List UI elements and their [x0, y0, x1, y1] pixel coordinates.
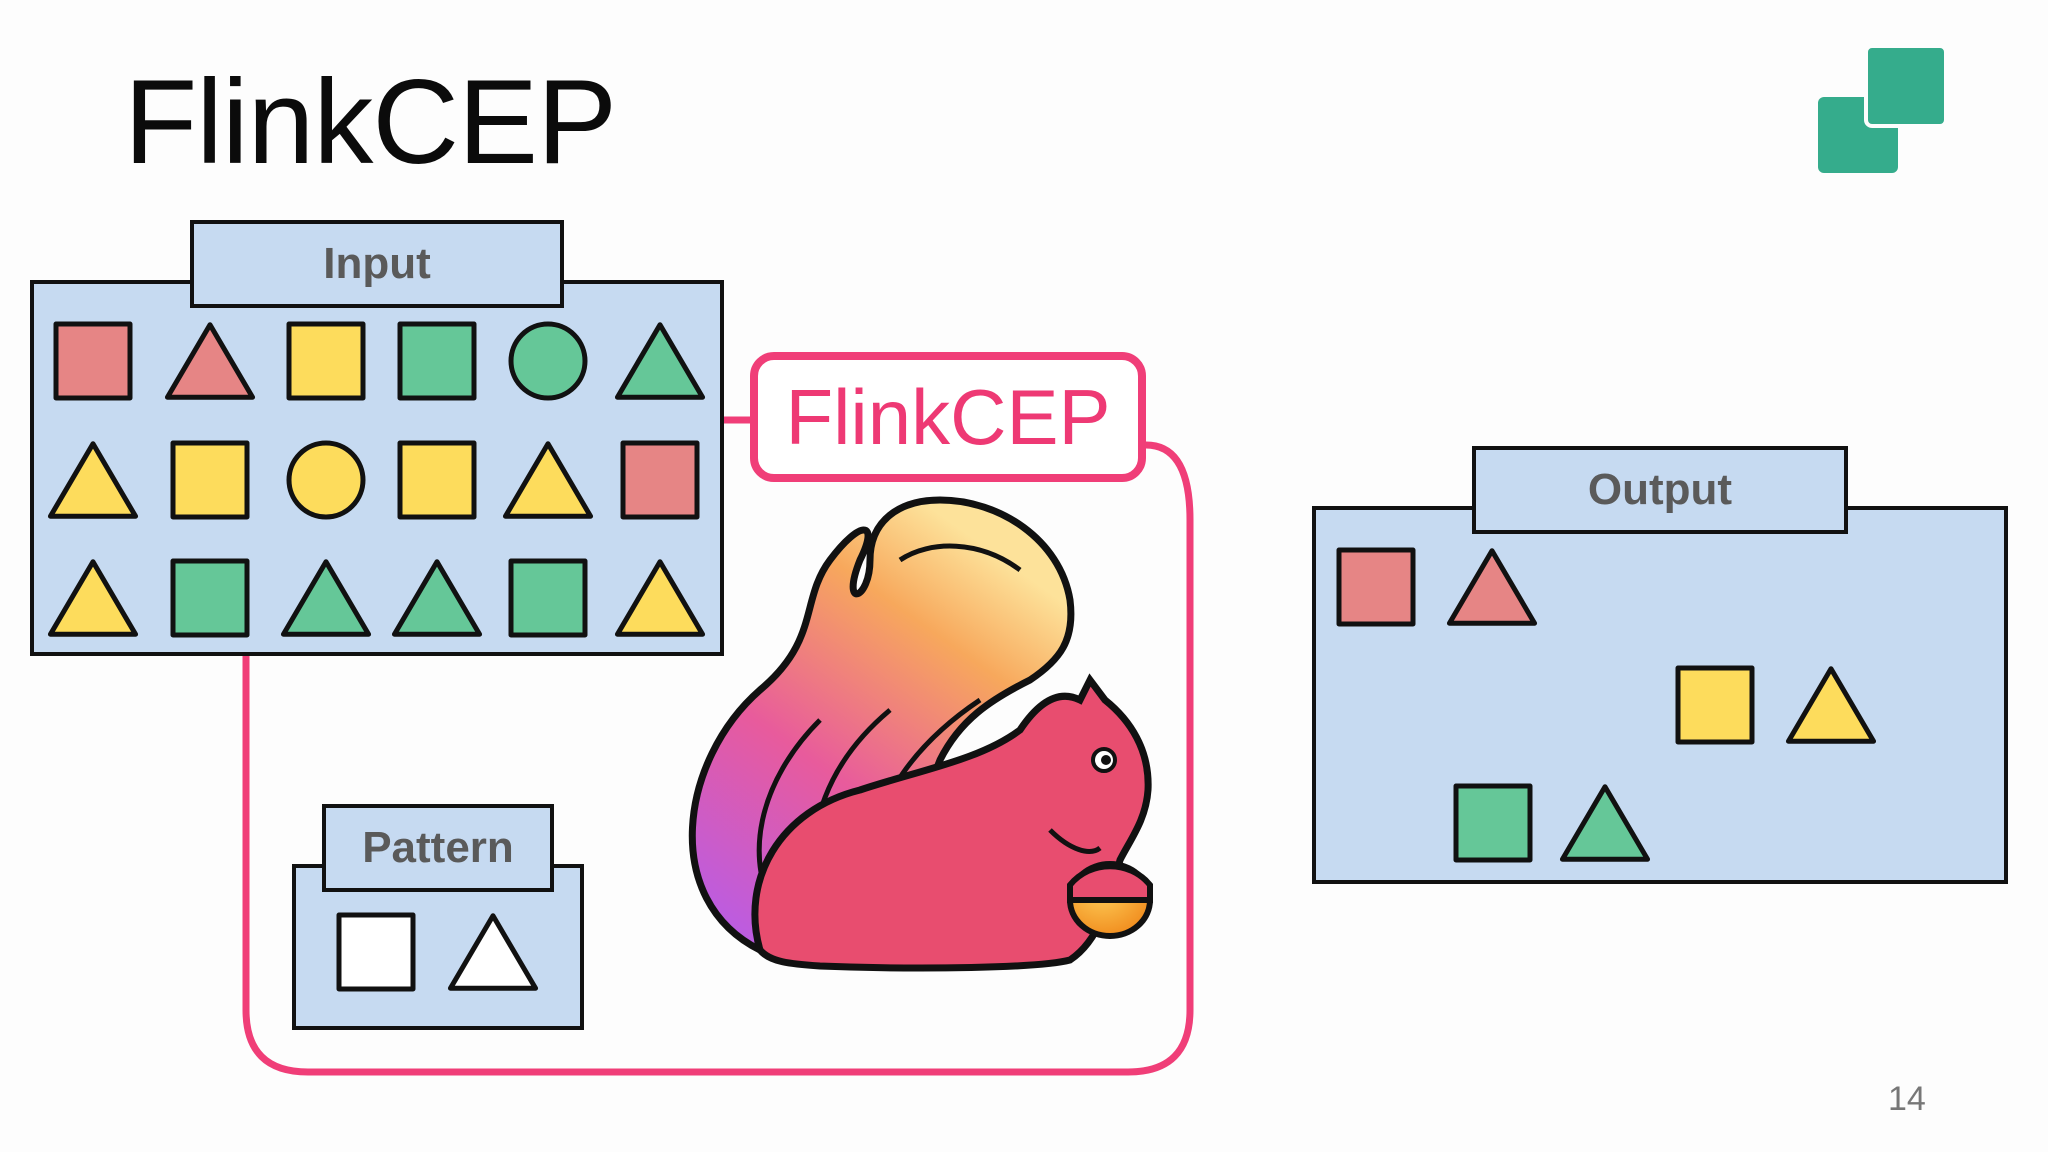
flinkcep-engine-label: FlinkCEP: [750, 352, 1146, 482]
input-label: Input: [190, 220, 564, 308]
input-box: [30, 280, 724, 656]
output-box: [1312, 506, 2008, 884]
pattern-label: Pattern: [322, 804, 554, 892]
page-number: 14: [1888, 1080, 1926, 1118]
output-label: Output: [1472, 446, 1848, 534]
slide-title: FlinkCEP: [124, 55, 617, 189]
